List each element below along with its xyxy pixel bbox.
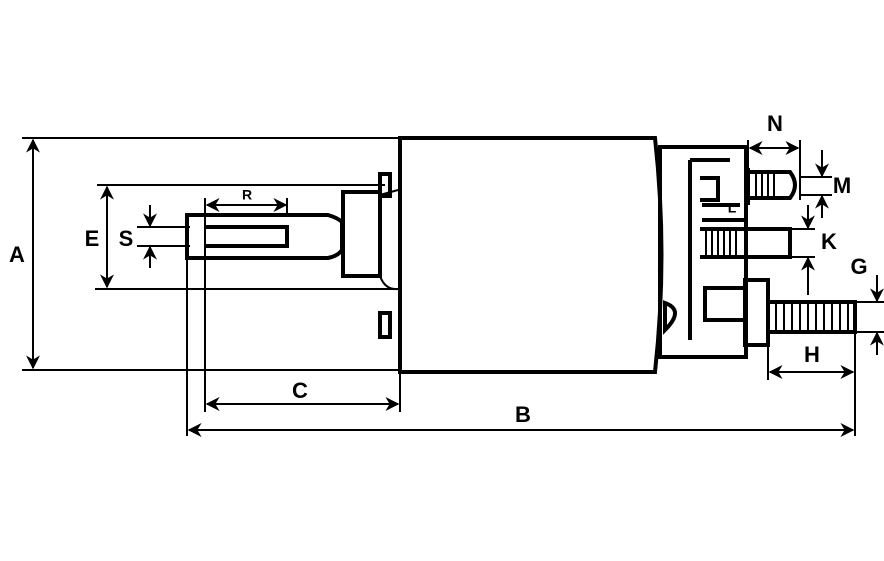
solenoid-body xyxy=(185,136,857,374)
label-N: N xyxy=(767,111,783,136)
label-A: A xyxy=(9,242,25,267)
dimension-arrows xyxy=(26,138,884,437)
label-K: K xyxy=(821,229,837,254)
label-L: L xyxy=(728,200,737,216)
extension-lines xyxy=(22,137,884,436)
label-S: S xyxy=(119,226,134,251)
label-H: H xyxy=(804,342,820,367)
label-M: M xyxy=(833,173,851,198)
label-C: C xyxy=(292,378,308,403)
label-E: E xyxy=(85,226,100,251)
label-G: G xyxy=(850,254,867,279)
label-R: R xyxy=(242,187,252,203)
label-B: B xyxy=(515,402,531,427)
